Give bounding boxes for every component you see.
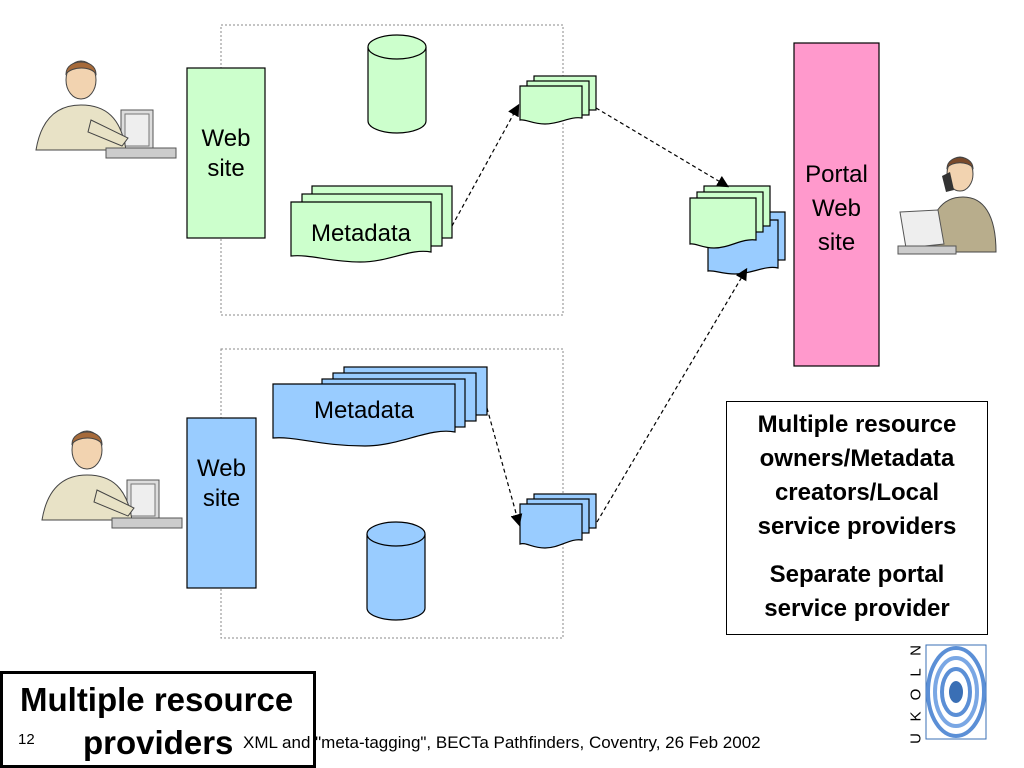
bottom-document-stack-icon <box>519 493 597 549</box>
logo-letter-4: K <box>907 711 925 722</box>
top-database-icon <box>367 34 427 134</box>
arrow-top-metadata-to-stack <box>451 103 520 227</box>
portal-label-line2: Web <box>812 195 861 222</box>
portal-label-line3: site <box>817 229 856 256</box>
bottom-website-box <box>186 417 257 589</box>
bottom-website-label-line1: Web <box>197 455 246 482</box>
bottom-metadata-stack <box>272 366 488 447</box>
bottom-website-label: Web site <box>187 454 256 514</box>
note-paragraph-2: Separate portal service provider <box>764 561 950 622</box>
top-website-label: Web site <box>187 124 265 184</box>
logo-letter-3: O <box>907 688 925 701</box>
bottom-database-icon <box>366 521 426 621</box>
person-on-phone-icon <box>897 156 997 255</box>
arrow-top-stack-to-portal <box>595 107 730 188</box>
arrow-bottom-metadata-to-stack <box>486 407 523 527</box>
portal-combined-stack-icon <box>689 185 786 275</box>
top-website-label-line1: Web <box>201 125 251 152</box>
top-website-label-line2: site <box>207 155 245 182</box>
top-metadata-label: Metadata <box>310 220 412 247</box>
top-website-box <box>186 67 266 239</box>
note-box: Multiple resource owners/Metadata creato… <box>726 401 988 635</box>
top-metadata-stack <box>290 185 453 263</box>
person-at-computer-icon <box>35 60 177 159</box>
portal-label-line1: Portal <box>805 161 868 188</box>
title-line-2: providers <box>83 724 234 761</box>
bottom-website-label-line2: site <box>202 485 241 512</box>
portal-website-label: Portal Web site <box>794 158 879 260</box>
person-at-computer-icon <box>41 430 183 529</box>
ukoln-logo-icon <box>925 644 987 740</box>
arrow-bottom-stack-to-portal <box>596 267 748 523</box>
logo-letter-1: N <box>907 645 925 656</box>
portal-website-box <box>793 42 880 367</box>
bottom-metadata-label: Metadata <box>313 397 415 424</box>
logo-letter-2: L <box>907 668 925 677</box>
top-document-stack-icon <box>519 75 597 125</box>
slide-number: 12 <box>18 731 35 748</box>
title-line-1: Multiple resource <box>20 681 294 718</box>
note-paragraph-1: Multiple resource owners/Metadata creato… <box>757 411 957 540</box>
logo-letter-5: U <box>907 733 925 744</box>
footer-text: XML and "meta-tagging", BECTa Pathfinder… <box>243 733 761 752</box>
title-box: Multiple resource providers <box>0 671 316 768</box>
